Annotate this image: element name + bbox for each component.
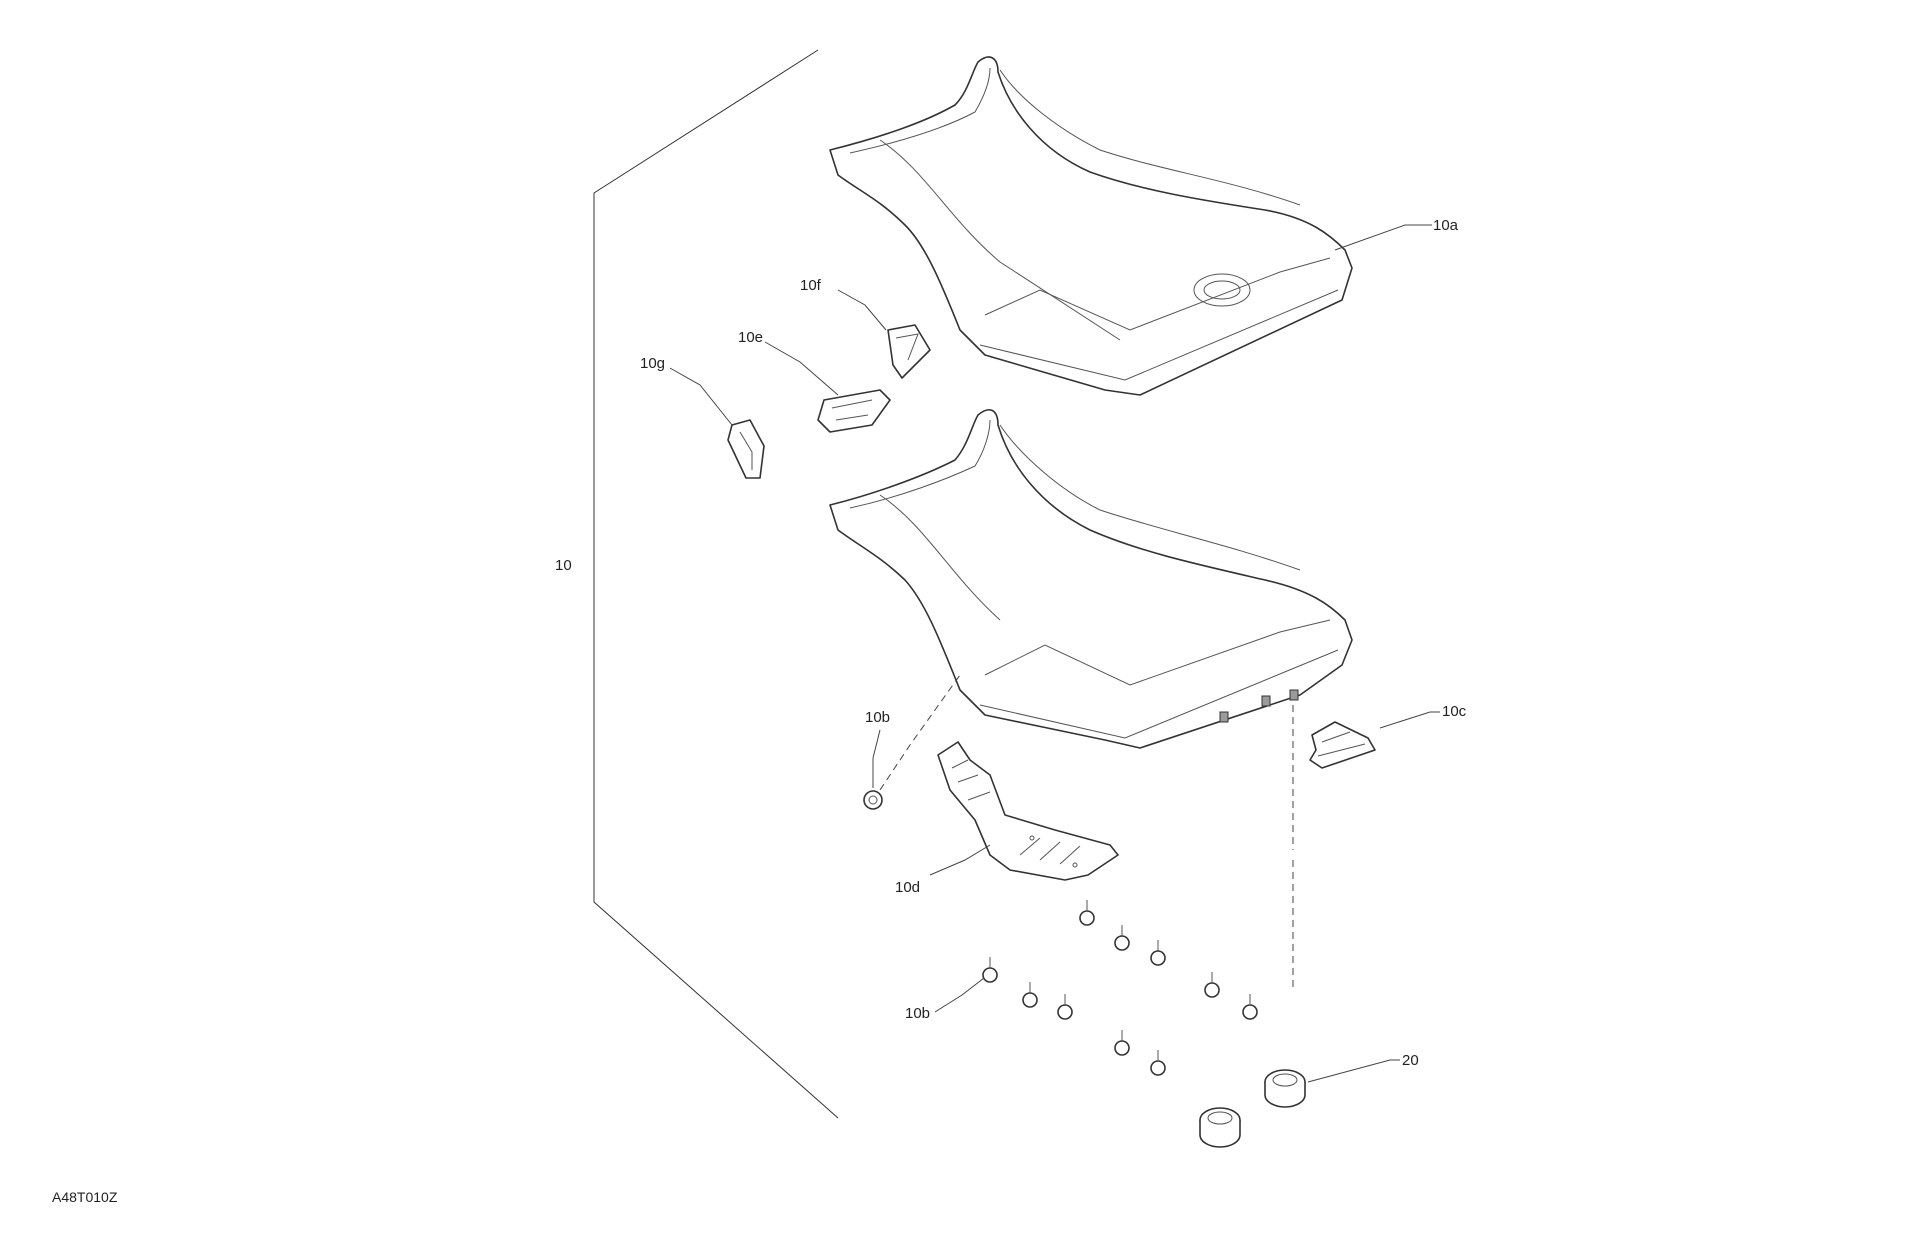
fastener-pin (1057, 994, 1073, 1020)
fastener-pin (1204, 972, 1220, 998)
group-bracket (593, 49, 839, 1119)
label-10e: 10e (738, 329, 763, 346)
clip-10e-part (817, 389, 891, 433)
fastener-pin (1079, 900, 1095, 926)
label-10a: 10a (1433, 217, 1459, 234)
label-10b-lower: 10b (905, 1005, 930, 1022)
nut-10b-upper-part (863, 790, 883, 810)
label-20: 20 (1402, 1052, 1419, 1069)
label-10f: 10f (800, 277, 822, 294)
latch-10c-part (1309, 721, 1376, 769)
label-10c: 10c (1442, 703, 1467, 720)
label-10g: 10g (640, 355, 665, 372)
fastener-pin (1114, 1030, 1130, 1056)
insert-10d-part (937, 741, 1119, 881)
fastener-pin (1022, 982, 1038, 1008)
group-label-10: 10 (555, 557, 572, 574)
reference-code: A48T010Z (52, 1189, 118, 1205)
label-10b-upper: 10b (865, 709, 890, 726)
fastener-pin (1242, 994, 1258, 1020)
clip-10f-part (887, 324, 931, 379)
fastener-pin (1150, 940, 1166, 966)
fastener-pin (982, 957, 998, 983)
label-10d: 10d (895, 879, 920, 896)
seat-base-part (829, 409, 1353, 749)
clip-10g-part (727, 419, 765, 479)
bumper-20-part (1199, 1069, 1306, 1148)
fastener-pin (1114, 925, 1130, 951)
fastener-pin (1150, 1050, 1166, 1076)
seat-cover-part (829, 56, 1353, 396)
fastener-pins-10b (982, 900, 1258, 1076)
